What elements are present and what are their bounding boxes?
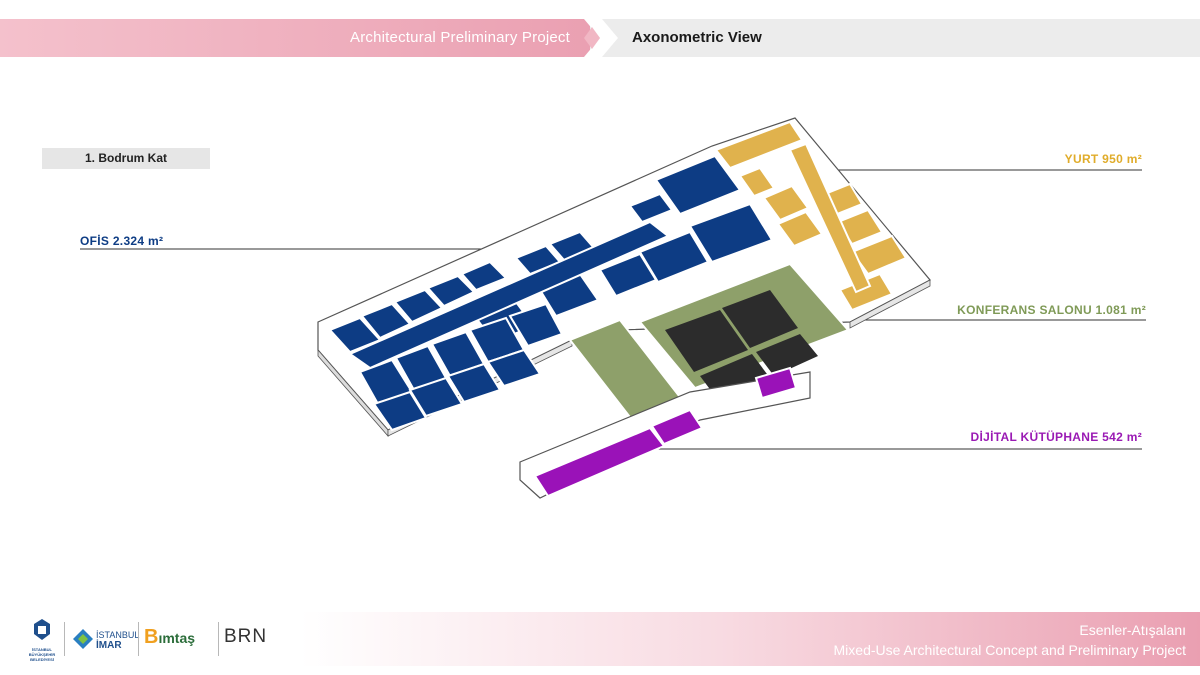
office-rooms — [328, 154, 774, 432]
logo-divider — [218, 622, 219, 656]
imar-logo-text-1: İSTANBUL — [96, 630, 140, 640]
office-corridor — [347, 220, 670, 370]
office-room — [460, 260, 508, 292]
dorm-room — [714, 120, 804, 170]
footer-project-info: Esenler-Atışalanı Mixed-Use Architectura… — [834, 620, 1186, 660]
header-right-panel: Axonometric View — [590, 19, 1200, 57]
imar-logo-text-2: İMAR — [96, 640, 122, 651]
ibb-logo-text-1: İSTANBUL — [32, 647, 52, 652]
header-diamond-icon — [584, 19, 618, 57]
label-yurt: YURT 950 m² — [1064, 152, 1142, 166]
dorm-room — [762, 184, 810, 222]
logo-divider — [138, 622, 139, 656]
bimtas-logo-initial: B — [144, 626, 159, 648]
dorm-room — [776, 210, 824, 248]
floor-tag: 1. Bodrum Kat — [42, 148, 210, 169]
dorm-room — [738, 166, 776, 198]
library-rooms — [519, 366, 811, 499]
imar-logo: İSTANBUL İMAR — [70, 624, 140, 656]
conference-hall — [568, 262, 850, 432]
footer-line-location: Esenler-Atışalanı — [1079, 622, 1186, 638]
office-room — [426, 274, 476, 308]
label-konferans: KONFERANS SALONU 1.081 m² — [957, 303, 1146, 317]
office-room — [688, 202, 774, 264]
footer-line-project: Mixed-Use Architectural Concept and Prel… — [833, 642, 1186, 658]
ibb-logo-text-3: BELEDİYESİ — [30, 657, 54, 662]
office-room — [408, 376, 464, 418]
office-room — [508, 302, 564, 348]
header-project-title: Architectural Preliminary Project — [350, 29, 570, 46]
dormitory-rooms — [714, 120, 908, 312]
dorm-corridor — [788, 142, 872, 294]
logo-divider — [64, 622, 65, 656]
bimtas-logo-text: ımtaş — [158, 630, 196, 646]
office-room — [360, 302, 412, 340]
office-room — [628, 192, 674, 224]
bimtas-logo: Bımtaş — [144, 626, 195, 649]
office-room — [654, 154, 742, 216]
ibb-logo-text-2: BÜYÜKŞEHİR — [28, 652, 56, 657]
dorm-room — [850, 234, 908, 276]
header-bar: Architectural Preliminary Project Axonom… — [0, 19, 1200, 57]
office-room — [446, 362, 502, 404]
imar-emblem-icon — [73, 629, 93, 649]
label-kutuphane: DİJİTAL KÜTÜPHANE 542 m² — [970, 430, 1142, 444]
label-ofis: OFİS 2.324 m² — [80, 234, 164, 248]
partner-logos: İSTANBUL BÜYÜKŞEHİR BELEDİYESİ İSTANBUL … — [14, 614, 294, 664]
ibb-logo: İSTANBUL BÜYÜKŞEHİR BELEDİYESİ — [22, 618, 62, 662]
brn-logo: BRN — [224, 626, 268, 647]
ibb-emblem-icon — [34, 619, 50, 640]
office-room — [372, 390, 428, 432]
header-left-panel: Architectural Preliminary Project — [0, 19, 610, 57]
office-room — [598, 252, 658, 298]
office-room — [486, 348, 542, 388]
footer-band — [0, 612, 1200, 666]
header-view-title: Axonometric View — [632, 29, 762, 46]
office-room — [393, 288, 444, 324]
